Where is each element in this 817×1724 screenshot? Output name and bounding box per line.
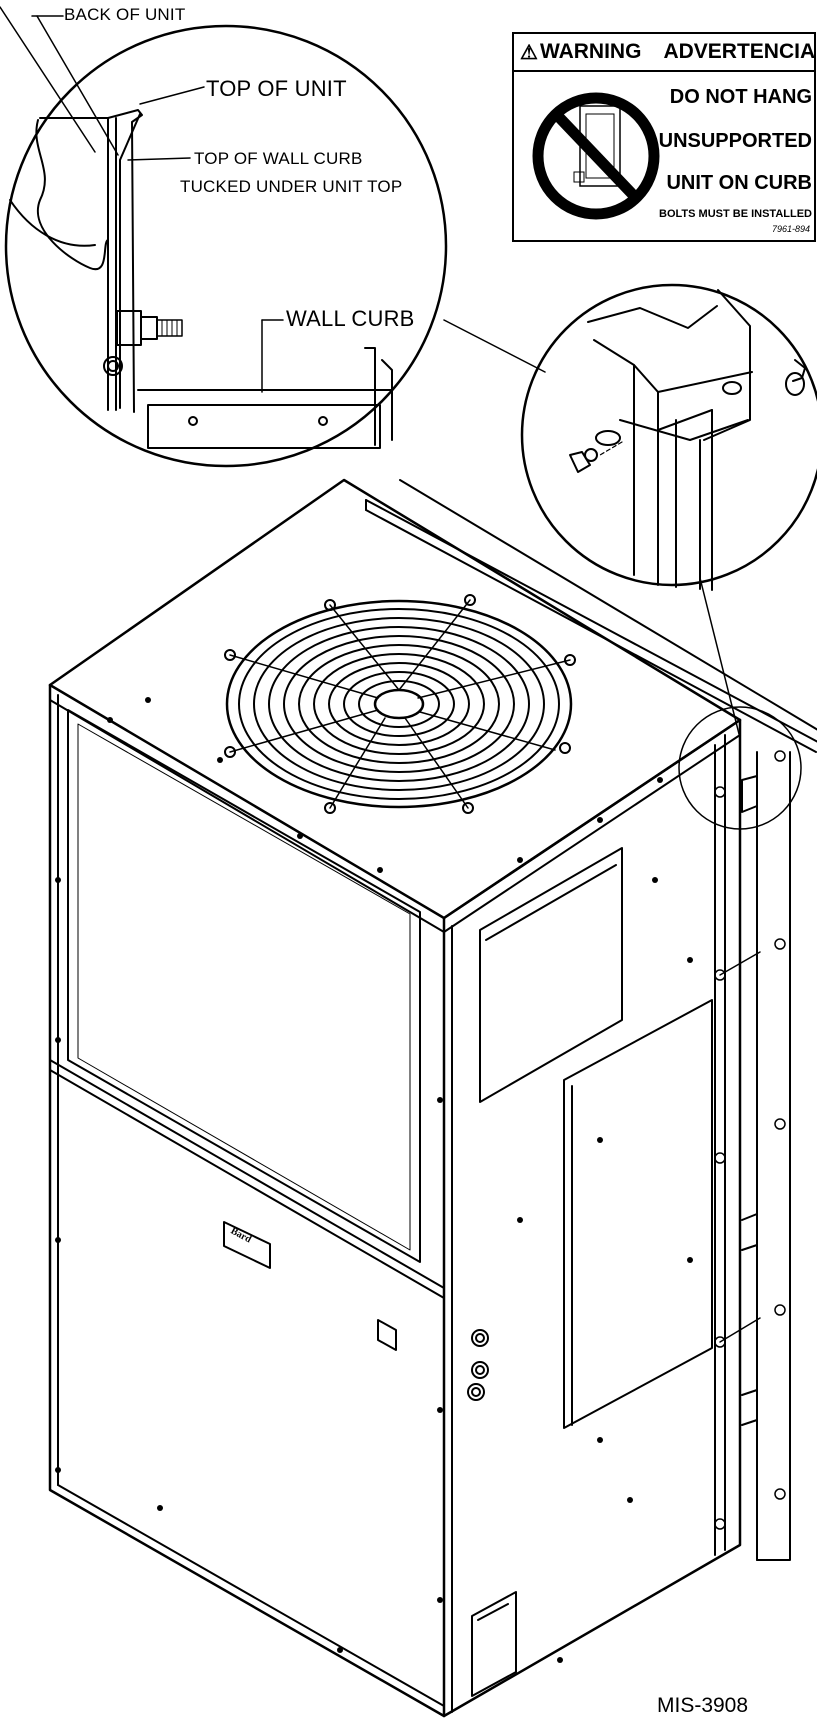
warning-triangle-icon: ⚠: [520, 41, 538, 64]
unit-body: [48, 478, 817, 1718]
label-back-of-unit: BACK OF UNIT: [64, 5, 186, 24]
warning-header: ⚠ WARNING ADVERTENCIA: [514, 34, 816, 72]
warning-line-3: UNIT ON CURB: [666, 172, 812, 194]
prohibition-icon: [532, 92, 660, 220]
warning-title-es: ADVERTENCIA: [663, 40, 816, 63]
label-top-of-unit: TOP OF UNIT: [206, 76, 347, 101]
label-wall-curb: WALL CURB: [286, 306, 415, 331]
fastener-dots: [55, 697, 693, 1663]
warning-line-2: UNSUPPORTED: [658, 130, 812, 152]
label-top-of-wall-curb: TOP OF WALL CURB: [194, 149, 363, 168]
detail-callout-circle: [678, 706, 802, 830]
warning-line-1: DO NOT HANG: [669, 86, 812, 108]
warning-code: 7961-894: [771, 224, 810, 234]
condenser-fan-grille: [224, 594, 576, 814]
curb-bolts: [714, 750, 786, 1530]
warning-line-4: BOLTS MUST BE INSTALLED: [659, 208, 812, 220]
drawing-number: MIS-3908: [657, 1694, 749, 1717]
detail-circle-bolt: [520, 283, 817, 591]
label-tucked-under-unit-top: TUCKED UNDER UNIT TOP: [180, 177, 403, 196]
warning-label: ⚠ WARNING ADVERTENCIA DO NOT HANG UNSUPP…: [512, 32, 816, 242]
detail-circle-curb-top: [0, 6, 448, 468]
warning-title-en: WARNING: [539, 40, 642, 63]
